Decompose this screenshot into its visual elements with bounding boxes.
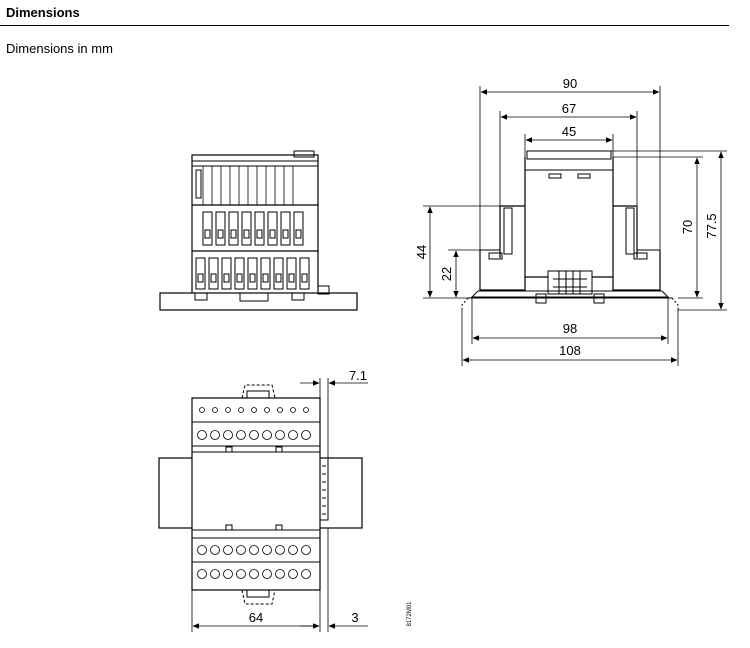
dim-label-67: 67 — [562, 101, 576, 116]
drawing-code: 8172M01 — [407, 601, 413, 627]
dim-label-70: 70 — [680, 220, 695, 234]
dim-label-44: 44 — [414, 245, 429, 259]
title-rule — [0, 25, 729, 26]
front-view — [159, 150, 358, 311]
dim-label-98: 98 — [563, 321, 577, 336]
section-subtitle: Dimensions in mm — [6, 41, 113, 56]
dim-label-45: 45 — [562, 124, 576, 139]
top-view-dimensions — [191, 378, 368, 632]
dim-label-77-5: 77.5 — [704, 213, 719, 238]
dim-label-64: 64 — [249, 610, 263, 625]
side-view-dimensions — [423, 86, 727, 366]
dim-label-7-1: 7.1 — [349, 368, 367, 383]
dim-label-108: 108 — [559, 343, 581, 358]
section-title: Dimensions — [6, 5, 80, 20]
side-view — [461, 150, 679, 310]
dim-label-3: 3 — [351, 610, 358, 625]
dim-label-22: 22 — [439, 267, 454, 281]
top-view — [158, 384, 363, 605]
dim-label-90: 90 — [563, 76, 577, 91]
